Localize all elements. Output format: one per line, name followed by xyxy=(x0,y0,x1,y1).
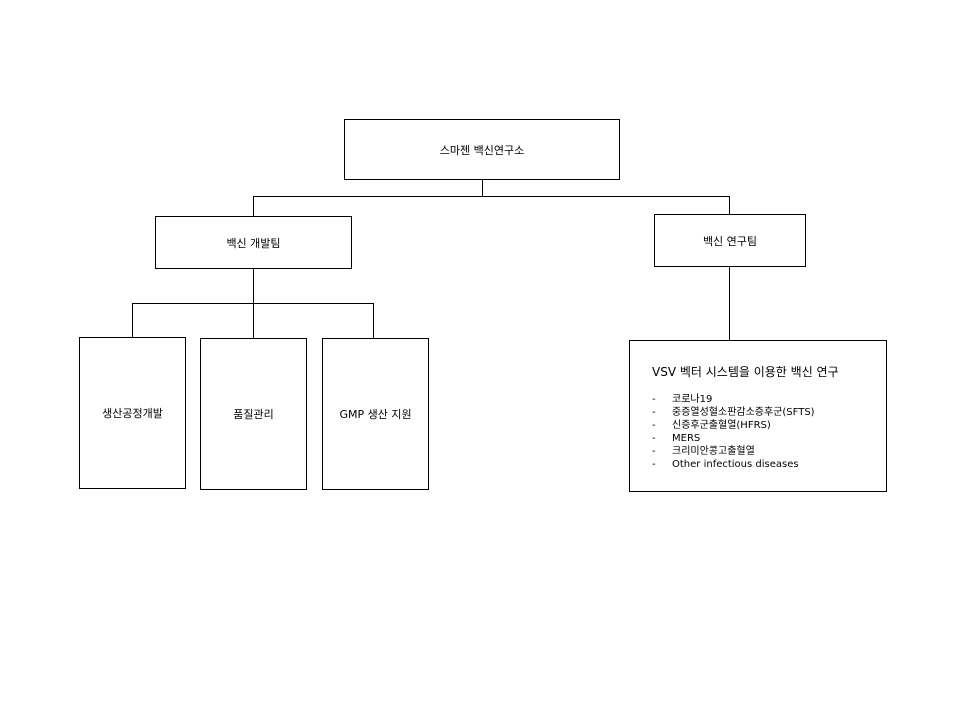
unit-box-quality-control: 품질관리 xyxy=(200,338,307,490)
unit-label-gmp-support: GMP 생산 지원 xyxy=(339,408,412,421)
org-root-box: 스마젠 백신연구소 xyxy=(344,119,620,180)
research-topics-box: VSV 벡터 시스템을 이용한 백신 연구 - 코로나19 - 중증열성혈소판감… xyxy=(629,340,887,492)
research-topic-item: - 코로나19 xyxy=(652,393,886,406)
team-box-vaccine-research: 백신 연구팀 xyxy=(654,214,806,267)
research-topic-list: - 코로나19 - 중증열성혈소판감소증후군(SFTS) - 신증후군출혈열(H… xyxy=(652,393,886,471)
research-topic-item: - 신증후군출혈열(HFRS) xyxy=(652,419,886,432)
topic-bullet: - xyxy=(652,407,656,418)
research-topic-item: - 중증열성혈소판감소증후군(SFTS) xyxy=(652,406,886,419)
research-title: VSV 벡터 시스템을 이용한 백신 연구 xyxy=(652,365,839,379)
topic-bullet: - xyxy=(652,433,656,444)
org-root-label: 스마젠 백신연구소 xyxy=(439,143,525,157)
unit-box-process-development: 생산공정개발 xyxy=(79,337,186,489)
team-box-vaccine-development: 백신 개발팀 xyxy=(155,216,352,269)
topic-label: 중증열성혈소판감소증후군(SFTS) xyxy=(672,407,815,418)
research-topic-item: - 크리미안콩고출혈열 xyxy=(652,445,886,458)
topic-bullet: - xyxy=(652,394,656,405)
topic-bullet: - xyxy=(652,459,656,470)
unit-box-gmp-support: GMP 생산 지원 xyxy=(322,338,429,490)
topic-label: MERS xyxy=(672,433,701,444)
topic-label: 크리미안콩고출혈열 xyxy=(672,446,755,457)
topic-label: Other infectious diseases xyxy=(672,459,799,470)
topic-label: 코로나19 xyxy=(672,394,713,405)
unit-label-process-development: 생산공정개발 xyxy=(102,407,163,420)
research-topic-item: - Other infectious diseases xyxy=(652,458,886,471)
topic-bullet: - xyxy=(652,446,656,457)
team-label-vaccine-development: 백신 개발팀 xyxy=(226,236,281,250)
topic-bullet: - xyxy=(652,420,656,431)
research-topic-item: - MERS xyxy=(652,432,886,445)
unit-label-quality-control: 품질관리 xyxy=(233,408,274,421)
team-label-vaccine-research: 백신 연구팀 xyxy=(702,234,758,248)
topic-label: 신증후군출혈열(HFRS) xyxy=(672,420,771,431)
